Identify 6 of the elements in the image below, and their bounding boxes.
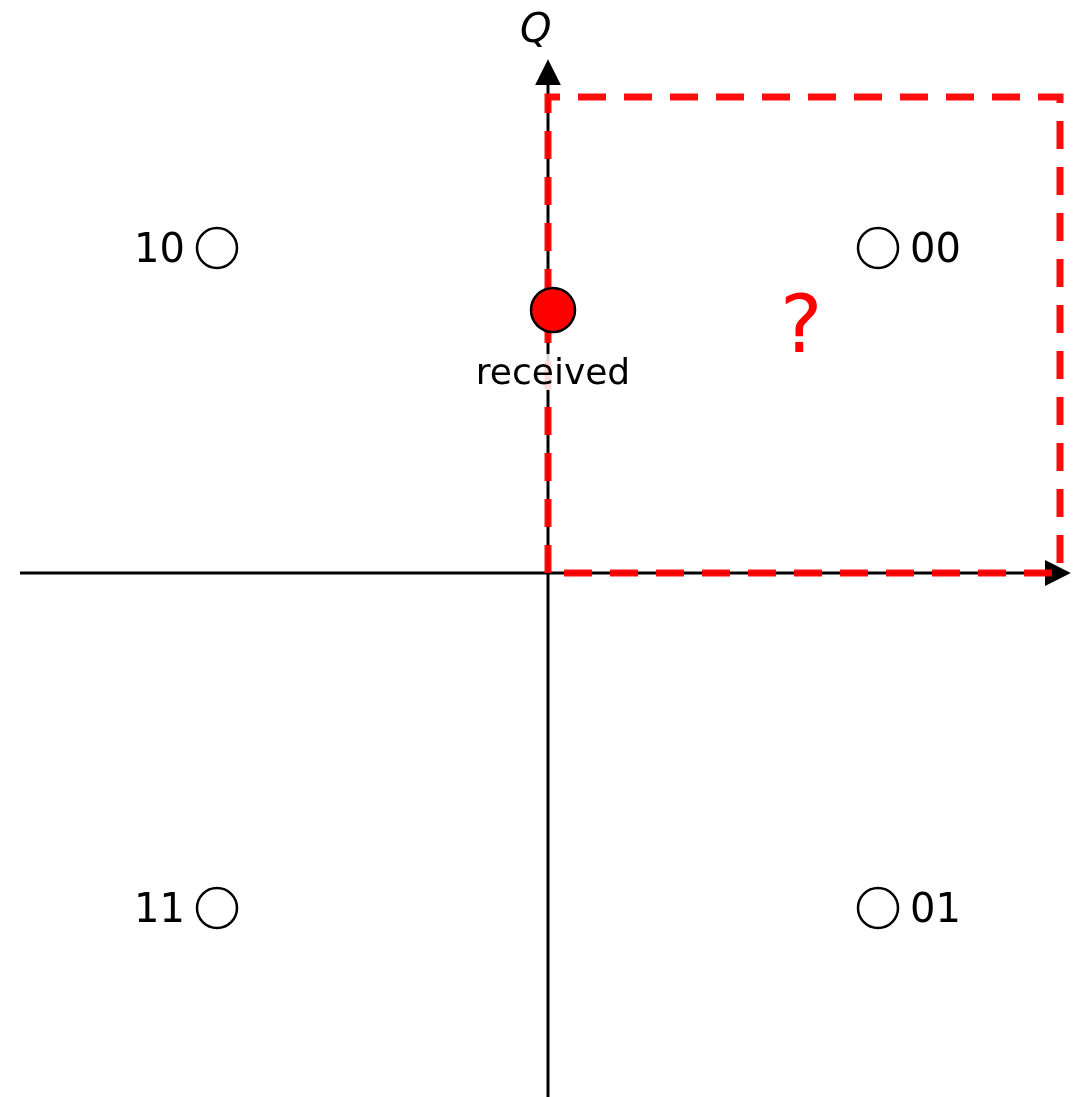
axis-label: Q [520, 8, 552, 48]
symbol-label: 10 [134, 228, 185, 268]
symbol-label: 00 [910, 228, 961, 268]
symbol-label: 01 [910, 888, 961, 928]
symbol-label: 11 [134, 888, 185, 928]
question-mark: ? [780, 285, 823, 365]
